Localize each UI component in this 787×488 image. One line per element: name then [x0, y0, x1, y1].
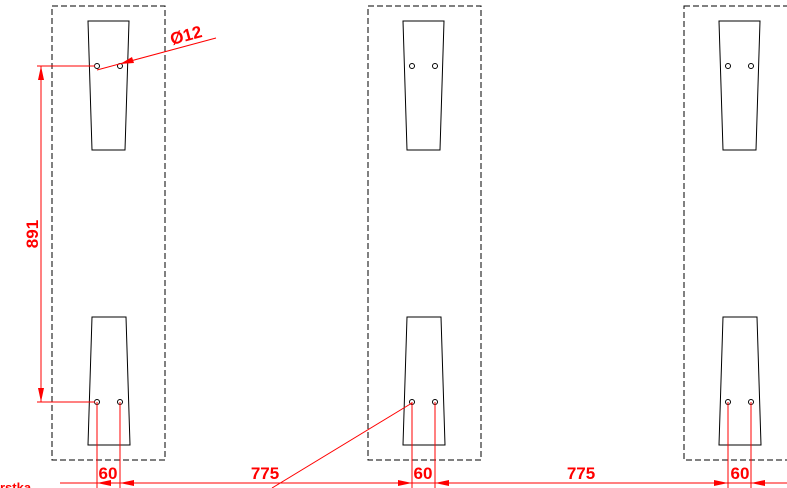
hole-spacing-label-right: 60 [731, 464, 750, 483]
hole [725, 63, 731, 69]
bracket-spacing-label-right: 775 [567, 464, 595, 483]
extension-lines [96, 402, 752, 488]
plate-top-right [718, 20, 761, 151]
hole-spacing-label-left: 60 [99, 464, 118, 483]
bracket-spacing-label-left: 775 [251, 464, 279, 483]
diameter-leader [96, 37, 217, 71]
plate-bottom-right [718, 316, 762, 446]
bracket-frame-right [683, 5, 787, 461]
vertical-dimension [37, 65, 95, 403]
hole [409, 63, 415, 69]
horizontal-dimension [60, 480, 787, 486]
hole [94, 63, 100, 69]
hole-leader-line [271, 402, 413, 488]
bracket-frame-middle [367, 5, 482, 461]
plate-bottom-left [87, 316, 131, 446]
plate-top-left [87, 20, 130, 151]
plate-bottom-middle [402, 316, 446, 446]
vertical-dimension-label: 891 [23, 220, 42, 248]
hole [748, 63, 754, 69]
plate-top-middle [402, 20, 445, 151]
cut-off-label: rstka [0, 480, 32, 488]
diameter-label: Ø12 [168, 22, 204, 49]
hole [432, 63, 438, 69]
hole-spacing-label-middle: 60 [414, 464, 433, 483]
bracket-frame-left [51, 5, 166, 461]
